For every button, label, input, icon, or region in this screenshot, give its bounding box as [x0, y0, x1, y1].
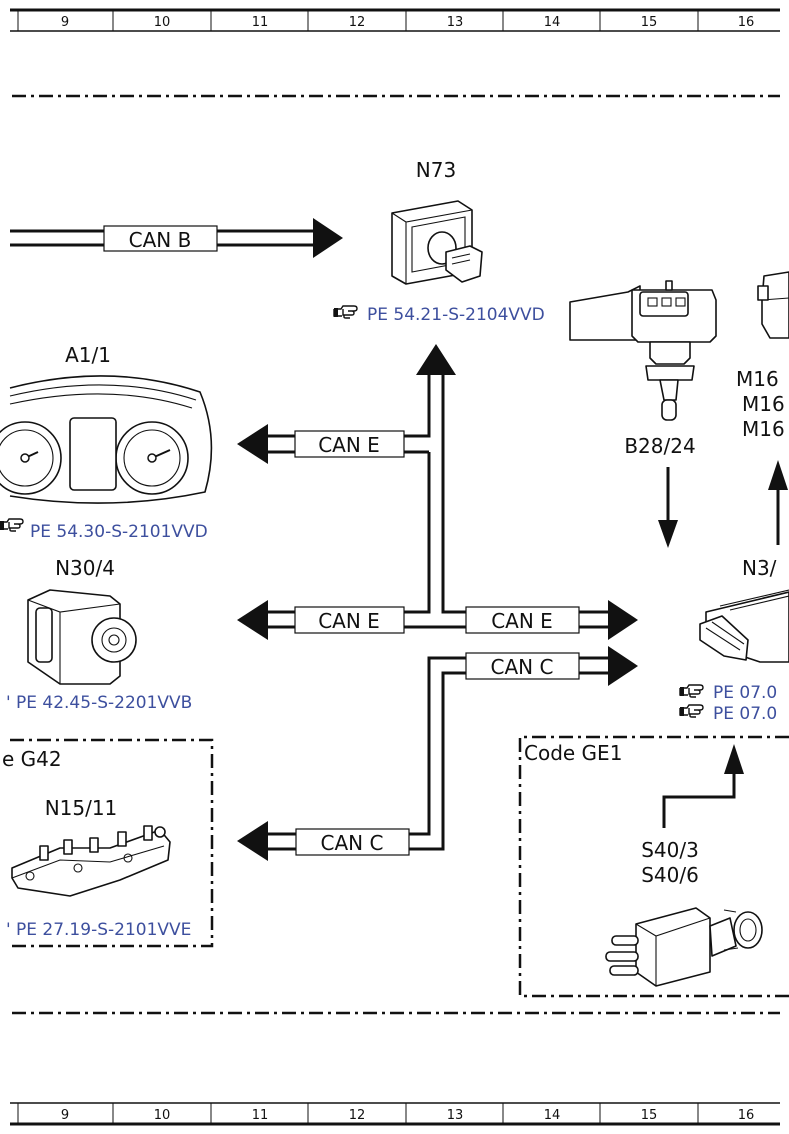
n30-4-esp-unit: N30/4 ' PE 42.45-S-2201VVB — [6, 556, 192, 713]
m16-line-1: M16 — [736, 367, 779, 391]
a1-1-ref[interactable]: PE 54.30-S-2101VVD — [30, 522, 208, 542]
code-g42-label: e G42 — [2, 747, 62, 771]
n3-ref-2[interactable]: PE 07.0 — [713, 704, 777, 724]
grid-col-16-bottom: 16 — [738, 1108, 755, 1123]
bottom-grid-ruler: 9 10 11 12 13 14 15 16 — [10, 1102, 780, 1126]
a1-1-label: A1/1 — [65, 343, 111, 367]
n15-11-ref[interactable]: PE 27.19-S-2101VVE — [16, 920, 191, 940]
n73-ref-icon — [333, 305, 358, 319]
grid-col-15: 15 — [641, 15, 658, 30]
can-b-wire: CAN B — [10, 218, 343, 258]
can-e-mid-right-box — [465, 606, 580, 634]
can-e-top-label: CAN E — [318, 433, 380, 457]
grid-col-14: 14 — [544, 15, 561, 30]
b28-24-label: B28/24 — [624, 434, 695, 458]
grid-col-9-bottom: 9 — [61, 1108, 69, 1123]
can-c-bottom-box — [295, 828, 410, 856]
grid-col-15-bottom: 15 — [641, 1108, 658, 1123]
code-ge1-box: Code GE1 S40/3 S40/6 — [518, 735, 789, 998]
grid-col-12-bottom: 12 — [349, 1108, 366, 1123]
grid-col-10-bottom: 10 — [154, 1108, 171, 1123]
n30-4-ref[interactable]: PE 42.45-S-2201VVB — [16, 693, 192, 713]
grid-col-14-bottom: 14 — [544, 1108, 561, 1123]
code-g42-box: e G42 N15/11 ' PE 27.19-S-2101VVE — [2, 738, 214, 948]
m16-line-2: M16 — [742, 392, 785, 416]
n3-ref-1[interactable]: PE 07.0 — [713, 683, 777, 703]
a1-1-ref-icon — [0, 518, 24, 532]
can-e-trunk — [237, 344, 638, 640]
can-c-bottom-label: CAN C — [321, 831, 384, 855]
s40-switch — [605, 907, 763, 987]
can-e-top-box — [294, 430, 405, 458]
can-c-right-label: CAN C — [491, 655, 554, 679]
grid-col-12: 12 — [349, 15, 366, 30]
grid-col-9: 9 — [61, 15, 69, 30]
grid-col-16: 16 — [738, 15, 755, 30]
grid-col-11-bottom: 11 — [252, 1108, 269, 1123]
grid-col-13-bottom: 13 — [447, 1108, 464, 1123]
n3-ref-icon-2 — [679, 704, 704, 718]
n30-4-label: N30/4 — [55, 556, 115, 580]
grid-col-10: 10 — [154, 15, 171, 30]
n3-engine-control-unit: N3/ PE 07.0 PE 07.0 — [679, 556, 789, 724]
grid-col-13: 13 — [447, 15, 464, 30]
n73-ignition-switch: N73 PE 54.21-S-2104VVD — [333, 158, 545, 325]
top-grid-ruler: 9 10 11 12 13 14 15 16 — [10, 8, 780, 32]
n15-11-label: N15/11 — [45, 796, 118, 820]
can-b-label-box — [103, 225, 218, 252]
n73-ref[interactable]: PE 54.21-S-2104VVD — [367, 305, 545, 325]
s40-3-label: S40/3 — [641, 838, 699, 862]
grid-col-11: 11 — [252, 15, 269, 30]
n15-11-valve-body — [11, 825, 171, 897]
m16-actuators: M16 M16 M16 — [736, 271, 789, 545]
n3-label: N3/ — [742, 556, 777, 580]
a1-1-instrument-cluster: A1/1 PE 54.30-S-2101VVD — [0, 343, 213, 542]
can-e-mid-right-label: CAN E — [491, 609, 553, 633]
can-e-mid-left-box — [294, 606, 405, 634]
can-b-label: CAN B — [129, 228, 192, 252]
n73-label: N73 — [416, 158, 456, 182]
m16-line-3: M16 — [742, 417, 785, 441]
can-c-right-box — [465, 652, 580, 680]
code-ge1-label: Code GE1 — [524, 741, 622, 765]
n30-4-ref-tick: ' — [6, 693, 11, 713]
b28-24-sensor: B28/24 — [569, 280, 717, 548]
s40-6-label: S40/6 — [641, 863, 699, 887]
can-e-mid-left-label: CAN E — [318, 609, 380, 633]
n3-ref-icon-1 — [679, 684, 704, 698]
n15-11-ref-tick: ' — [6, 920, 11, 940]
